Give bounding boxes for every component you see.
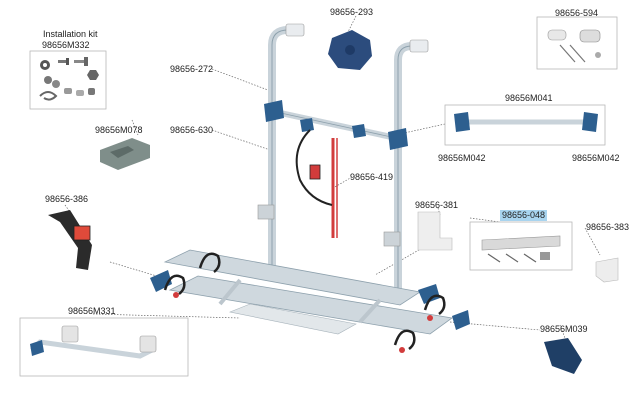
washer-icon — [44, 76, 60, 88]
part-label-bar-end-left: 98656M042 — [438, 153, 486, 163]
part-label-rail-kit: 98656-048 — [500, 210, 548, 221]
part-label-frame-side: 98656-630 — [170, 125, 214, 135]
wheel-rails — [150, 249, 470, 353]
part-label-end-caps: 98656-594 — [555, 8, 599, 18]
rail-end-cap — [544, 338, 582, 374]
bolt-icon — [74, 57, 88, 66]
gear-icon — [40, 60, 50, 70]
part-label-red-strap: 98656-419 — [350, 172, 394, 182]
nut-icon — [87, 70, 99, 80]
installation-kit-title: Installation kit — [43, 29, 98, 39]
installation-kit-box — [29, 50, 107, 110]
hook-icon — [39, 91, 58, 101]
part-label-rail-end-cap: 98656M039 — [540, 324, 588, 334]
screw-icon — [58, 58, 69, 65]
spacer-block — [417, 211, 453, 251]
part-label-top-knob: 98656-293 — [330, 7, 374, 17]
part-label-spacer-block: 98656-381 — [415, 200, 459, 210]
top-knob — [328, 30, 372, 70]
small-spacer — [595, 257, 619, 283]
part-label-strap: 98656-386 — [45, 194, 89, 204]
part-label-small-spacer: 98656-383 — [586, 222, 630, 232]
installation-kit-code: 98656M332 — [42, 40, 90, 50]
end-caps-box — [536, 16, 618, 70]
part-label-bar-end-right: 98656M042 — [572, 153, 620, 163]
bracket-clip — [100, 138, 150, 170]
part-label-cross-bar: 98656M041 — [505, 93, 553, 103]
red-strap — [295, 129, 338, 238]
cross-bar-box — [444, 104, 606, 146]
upper-frame — [257, 23, 429, 295]
strap-part — [48, 210, 92, 270]
rail-kit-box — [469, 221, 573, 271]
cap-icon — [64, 88, 95, 96]
wheel-holder-box — [19, 317, 189, 377]
part-label-bracket-clip: 98656M078 — [95, 125, 143, 135]
part-label-upper-frame: 98656-272 — [170, 64, 214, 74]
part-label-wheel-holder: 98656M331 — [68, 306, 116, 316]
